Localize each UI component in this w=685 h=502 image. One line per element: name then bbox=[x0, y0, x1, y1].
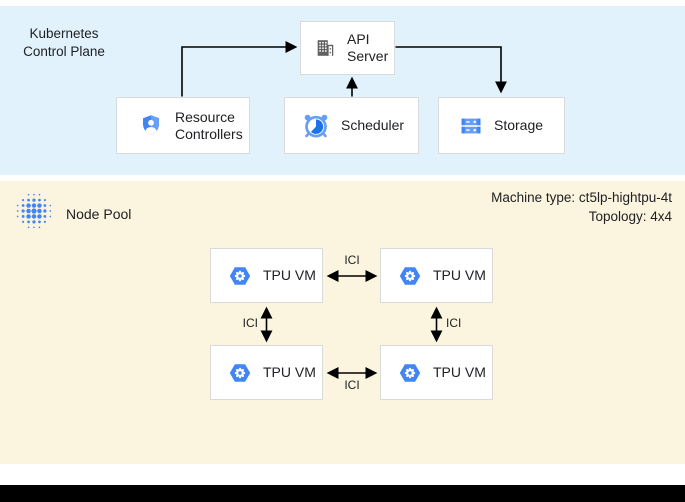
gke-hexagon-icon bbox=[398, 361, 422, 385]
machine-type-text: Machine type: ct5lp-hightpu-4t bbox=[491, 190, 672, 205]
tpu-vm-label: TPU VM bbox=[263, 267, 316, 283]
node-pool-metadata: Machine type: ct5lp-hightpu-4t Topology:… bbox=[491, 189, 672, 226]
node-pool-title: Node Pool bbox=[66, 206, 132, 222]
node-pool-panel bbox=[0, 181, 685, 464]
building-icon bbox=[314, 37, 336, 59]
api-server-label: API Server bbox=[347, 31, 389, 64]
tpu-vm-node-bottom-right: TPU VM bbox=[380, 345, 493, 400]
shield-user-icon bbox=[138, 113, 164, 139]
tpu-vm-label: TPU VM bbox=[433, 364, 486, 380]
ici-link-label-right: ICI bbox=[446, 316, 462, 330]
topology-text: Topology: 4x4 bbox=[588, 208, 672, 224]
ici-link-label-bottom: ICI bbox=[344, 378, 360, 392]
bottom-black-bar bbox=[0, 485, 685, 502]
tpu-vm-node-top-left: TPU VM bbox=[210, 248, 323, 303]
storage-disks-icon bbox=[459, 114, 483, 138]
tpu-vm-label: TPU VM bbox=[263, 364, 316, 380]
gke-hexagon-icon bbox=[228, 264, 252, 288]
resource-controllers-label: Resource Controllers bbox=[175, 108, 243, 142]
ici-link-label-left: ICI bbox=[242, 316, 258, 330]
api-server-node: API Server bbox=[300, 21, 395, 75]
gke-hexagon-icon bbox=[398, 264, 422, 288]
storage-label: Storage bbox=[494, 117, 544, 133]
gke-hexagon-icon bbox=[228, 361, 252, 385]
resource-controllers-node: Resource Controllers bbox=[116, 97, 250, 154]
scheduler-label: Scheduler bbox=[341, 117, 405, 133]
ici-link-label-top: ICI bbox=[344, 253, 360, 267]
scheduler-node: Scheduler bbox=[284, 97, 419, 154]
control-plane-title: Kubernetes Control Plane bbox=[23, 26, 105, 59]
tpu-vm-label: TPU VM bbox=[433, 267, 486, 283]
tpu-vm-node-top-right: TPU VM bbox=[380, 248, 493, 303]
tpu-vm-node-bottom-left: TPU VM bbox=[210, 345, 323, 400]
alarm-clock-icon bbox=[302, 112, 330, 140]
storage-node: Storage bbox=[438, 97, 565, 154]
dot-cluster-icon bbox=[15, 192, 53, 235]
